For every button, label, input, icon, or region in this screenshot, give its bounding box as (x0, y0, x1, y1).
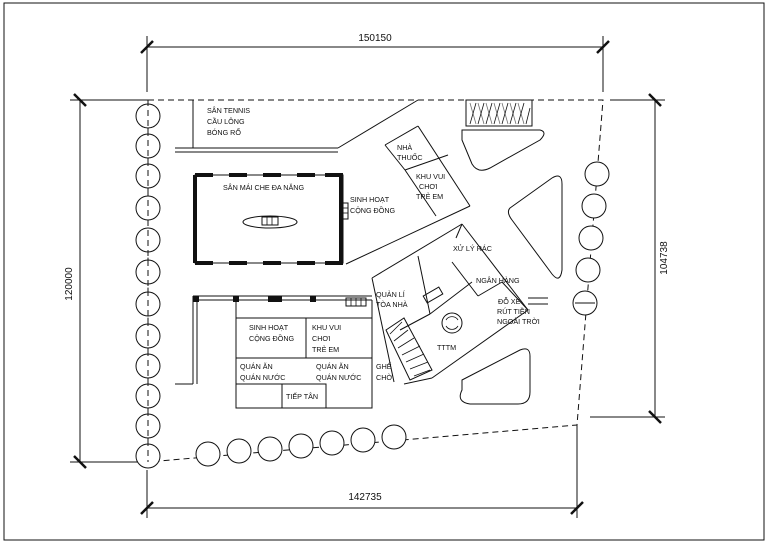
food-right-label-line2: QUÁN NƯỚC (316, 373, 361, 382)
community-low-label-line1: SINH HOẠT (249, 323, 289, 332)
tree-icon (581, 193, 607, 219)
food-left-label-line1: QUÁN ĂN (240, 362, 273, 371)
tree-icon (584, 161, 610, 187)
tree-icon (226, 438, 252, 464)
seats-label-line1: GHẾ (376, 361, 392, 371)
tennis-label-line3: BÓNG RỔ (207, 128, 241, 137)
dimension-top-label: 150150 (358, 33, 392, 44)
dimension-left-label: 120000 (64, 267, 75, 301)
tree-icon (288, 433, 314, 459)
site-boundary (147, 99, 604, 463)
building-mgmt-label-line2: TÒA NHÀ (376, 300, 408, 309)
tree-icon (257, 436, 283, 462)
dimension-bottom: 142735 (140, 425, 584, 518)
entrance-hatch-ramp (385, 317, 433, 381)
tttm-rotunda (441, 312, 463, 334)
kids-top-label-line3: TRẺ EM (416, 192, 443, 201)
tree-row-right (572, 161, 610, 316)
tttm-label: TTTM (437, 343, 456, 352)
food-right-label-line1: QUÁN ĂN (316, 362, 349, 371)
tennis-label-line1: SÂN TENNIS (207, 106, 250, 115)
kids-low-label-line3: TRẺ EM (312, 345, 339, 354)
tree-icon (578, 225, 604, 251)
kids-top-label-line1: KHU VUI (416, 172, 445, 181)
waste-label: XỬ LÝ RÁC (453, 244, 492, 253)
covered-court-label: SÂN MÁI CHE ĐA NĂNG (223, 183, 304, 192)
stair-icon (341, 202, 349, 220)
dimension-left: 120000 (64, 93, 148, 469)
tree-row-bottom (195, 424, 407, 467)
tree-icon (195, 441, 221, 467)
community-right-label-line2: CỘNG ĐỒNG (350, 205, 396, 215)
bank-label: NGÂN HÀNG (476, 276, 520, 285)
seats-label-line2: CHỜ (376, 373, 393, 382)
kids-low-label-line1: KHU VUI (312, 323, 341, 332)
central-building: XỬ LÝ RÁC NGÂN HÀNG QUẢN LÍ TÒA NHÀ ĐỖ X… (371, 223, 548, 385)
drawing-frame (3, 2, 765, 541)
lower-building-group: SINH HOẠT CỘNG ĐỒNG KHU VUI CHƠI TRẺ EM … (175, 295, 393, 409)
dimension-right: 104738 (590, 93, 670, 424)
parking-label-line2: RÚT TIỀN (497, 306, 530, 316)
court-center-oval (242, 215, 298, 229)
reception-box (281, 383, 327, 409)
community-right-label-line1: SINH HOẠT (350, 195, 390, 204)
tree-icon (381, 424, 407, 450)
landscape-island-bottom (459, 348, 531, 405)
dimension-right-label: 104738 (659, 241, 670, 275)
tree-icon (350, 427, 376, 453)
entrance-hatch-top (465, 99, 533, 127)
tree-icon (135, 195, 161, 221)
tree-icon (319, 430, 345, 456)
food-left-label-line2: QUÁN NƯỚC (240, 373, 285, 382)
covered-court: SÂN MÁI CHE ĐA NĂNG SINH HOẠT CỘNG ĐỒNG (193, 173, 396, 265)
dimension-bottom-label: 142735 (348, 492, 382, 503)
upper-service-strip: NHÀ THUỐC KHU VUI CHƠI TRẺ EM (345, 125, 471, 265)
tree-row-left (135, 100, 161, 469)
landscape-island-right (507, 175, 563, 279)
tennis-label-line2: CẦU LÔNG (207, 116, 245, 126)
tree-icon (575, 257, 601, 283)
landscape-island-top (461, 129, 545, 171)
building-mgmt-label-line1: QUẢN LÍ (376, 290, 405, 299)
parking-label-line1: ĐỖ XE (498, 297, 521, 306)
pharmacy-label-line2: THUỐC (397, 152, 423, 162)
reception-label: TIẾP TÂN (286, 391, 318, 401)
community-low-label-line2: CỘNG ĐỒNG (249, 333, 295, 343)
stair-icon (422, 286, 444, 304)
kids-top-label-line2: CHƠI (419, 182, 438, 191)
dimension-top: 150150 (140, 33, 610, 92)
pharmacy-label-line1: NHÀ (397, 143, 412, 152)
parking-label-line3: NGOÀI TRỜI (497, 317, 540, 326)
tennis-court-area: SÂN TENNIS CẦU LÔNG BÓNG RỔ (175, 99, 419, 153)
kids-low-label-line2: CHƠI (312, 334, 331, 343)
